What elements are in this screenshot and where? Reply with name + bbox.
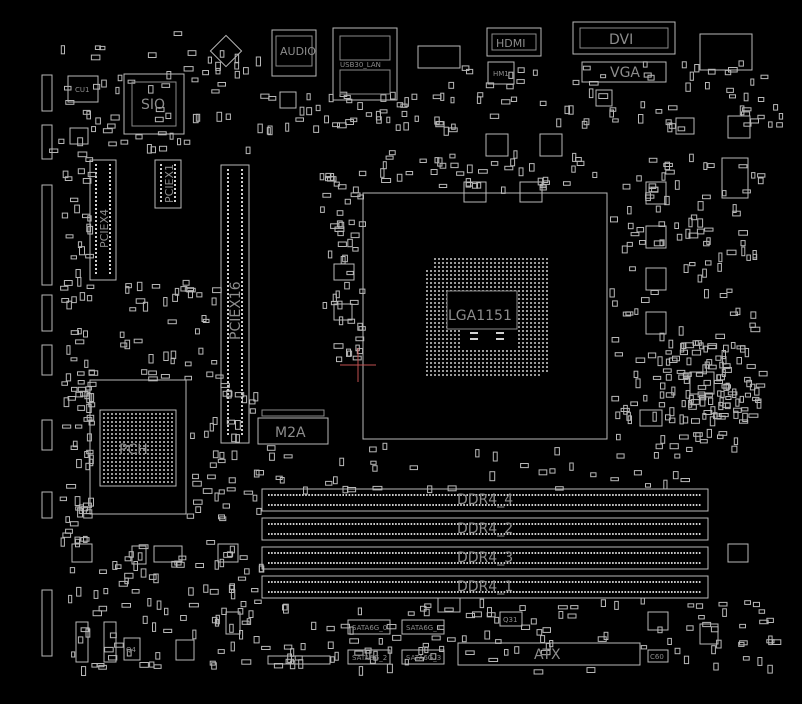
q31-chip[interactable] (499, 611, 523, 627)
dimm-slot-ddr4-1[interactable] (261, 575, 709, 599)
pciex4-slot[interactable] (89, 159, 117, 281)
hm1-label: HM1 (493, 70, 509, 78)
q31-label: Q31 (503, 616, 517, 624)
vga-label: VGA (610, 65, 640, 81)
ddr4-1-label: DDR4_1 (457, 579, 513, 595)
m2a-label: M2A (275, 425, 306, 441)
ddr4-3-label: DDR4_3 (457, 550, 513, 566)
q4-chip[interactable] (123, 637, 141, 661)
dimm-slot-ddr4-3[interactable] (261, 546, 709, 570)
dvi-label: DVI (609, 32, 633, 48)
cpu-socket-label: LGA1151 (448, 308, 512, 324)
pch-label: PCH (119, 442, 148, 458)
hm1-chip[interactable] (487, 61, 515, 85)
sio-label: SIO (141, 97, 165, 113)
c60-label: C60 (650, 653, 664, 661)
pciex4-label: PCIEX4 (98, 209, 111, 248)
ddr4-4-label: DDR4_4 (457, 492, 513, 508)
smd-component-field (49, 31, 784, 676)
atx-power-connector[interactable] (457, 642, 641, 666)
cu1-chip[interactable] (67, 75, 99, 103)
pciex1-label: PCIEX1 (163, 164, 176, 203)
audio-connector[interactable] (271, 29, 317, 77)
hdmi-label: HDMI (496, 37, 525, 50)
ddr4-2-label: DDR4_2 (457, 521, 513, 537)
atx-label: ATX (534, 647, 561, 663)
left-edge-headers[interactable] (41, 74, 117, 663)
q4-label: Q4 (126, 646, 137, 654)
pciex16-label: PCIEX16 (228, 281, 244, 340)
usb-lan-connector[interactable] (332, 27, 398, 101)
crosshair-marker (340, 348, 376, 382)
sata-2-label: SATA6G_2 (352, 654, 387, 662)
pch-chip[interactable] (89, 379, 187, 515)
m2a-connector[interactable] (257, 409, 329, 445)
cu1-label: CU1 (75, 86, 89, 94)
c60-capacitor[interactable] (647, 649, 669, 663)
sata-port-3[interactable] (401, 649, 445, 665)
sata-port-1[interactable] (401, 619, 445, 635)
audio-label: AUDIO (280, 45, 316, 58)
sio-chip[interactable] (123, 73, 185, 135)
sata-1-label: SATA6G_1 (406, 624, 441, 632)
sata-0-label: SATA6G_0 (352, 624, 387, 632)
dimm-slot-ddr4-2[interactable] (261, 517, 709, 541)
clock-chip[interactable] (209, 34, 243, 68)
dvi-connector[interactable] (572, 21, 676, 55)
misc-chips[interactable] (69, 89, 751, 665)
usb-lan-label: USB30_LAN (340, 61, 381, 69)
sata-3-label: SATA6G_3 (406, 654, 441, 662)
vrm-mosfets[interactable] (463, 133, 749, 335)
sata-port-0[interactable] (347, 619, 391, 635)
hdmi-connector[interactable] (486, 27, 542, 57)
pciex1-slot[interactable] (154, 159, 182, 209)
sata-port-2[interactable] (347, 649, 391, 665)
pciex16-slot[interactable] (220, 164, 250, 444)
dimm-slot-ddr4-4[interactable] (261, 488, 709, 512)
rear-usb-header[interactable] (417, 33, 753, 71)
cpu-socket[interactable] (362, 192, 608, 440)
vga-connector[interactable] (581, 61, 667, 83)
